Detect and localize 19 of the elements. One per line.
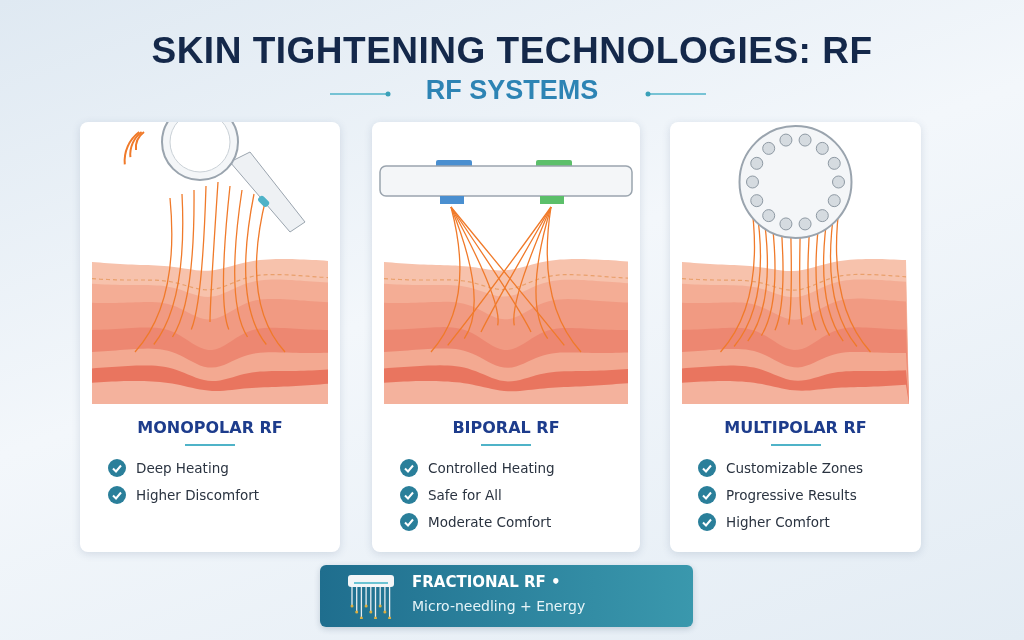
feature-text: Customizable Zones — [726, 460, 864, 476]
info-banner — [320, 565, 693, 627]
feature-text: Safe for All — [428, 487, 502, 503]
card-heading: BIPORAL RF — [452, 418, 560, 437]
feature-text: Deep Heating — [136, 460, 229, 476]
card-heading: MULTIPOLAR RF — [724, 418, 867, 437]
info-card — [372, 122, 640, 552]
feature-text: Moderate Comfort — [428, 514, 552, 530]
info-card — [670, 122, 921, 552]
feature-text: Higher Discomfort — [136, 487, 260, 503]
card-heading: MONOPOLAR RF — [137, 418, 283, 437]
subtitle: RF SYSTEMS — [425, 75, 599, 105]
feature-text: Controlled Heating — [428, 460, 555, 476]
page-title: SKIN TIGHTENING TECHNOLOGIES: RF — [151, 30, 873, 71]
banner-text: Micro-needling + Energy — [412, 598, 586, 614]
banner-heading: FRACTIONAL RF • — [412, 573, 561, 591]
feature-text: Higher Comfort — [726, 514, 830, 530]
feature-text: Progressive Results — [726, 487, 857, 503]
info-card — [80, 122, 340, 552]
